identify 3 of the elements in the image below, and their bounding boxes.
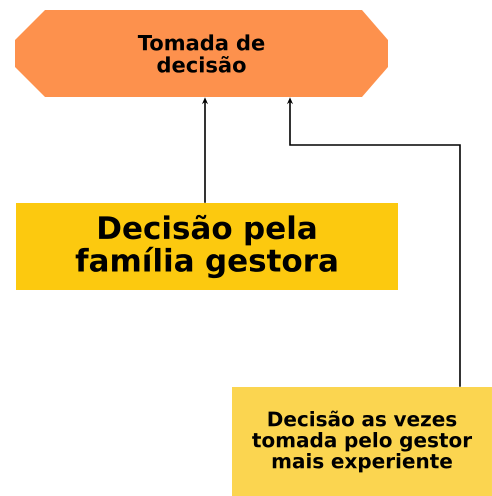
octagon-box: Tomada de decisão [15, 10, 388, 97]
decision-box: Decisão as vezes tomada pelo gestor mais experiente [232, 387, 492, 496]
decision-box: Decisão pela família gestora [16, 203, 398, 290]
